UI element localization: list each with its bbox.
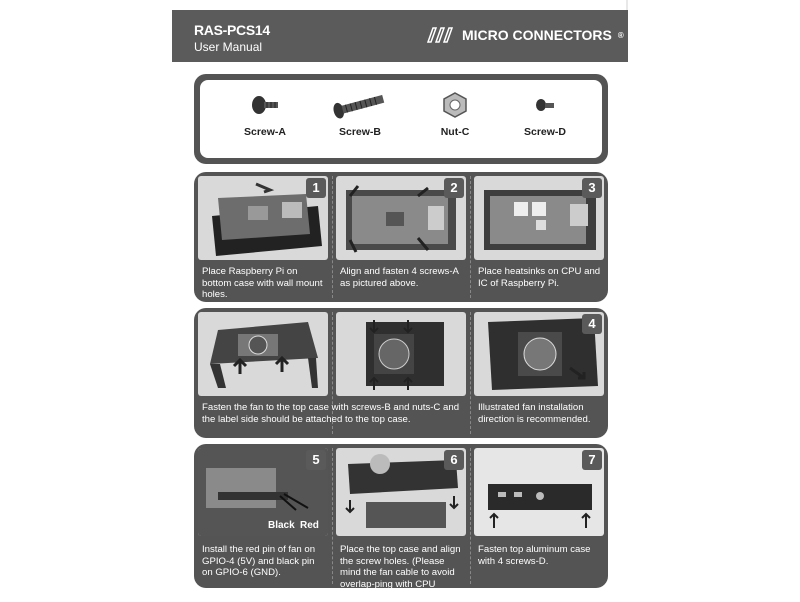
step-number-badge: 7 (582, 450, 602, 470)
step-number-badge: 5 (306, 450, 326, 470)
part-screw-b: Screw-B (315, 90, 405, 138)
step-caption: Align and fasten 4 screws-A as pictured … (340, 266, 459, 289)
step-caption: Fasten the fan to the top case with scre… (202, 402, 460, 425)
step-number-badge: 2 (444, 178, 464, 198)
step-1: 1 Place Raspberry Pi on bottom case with… (194, 172, 332, 302)
fan-screws-image (336, 312, 466, 396)
screw-b-icon (333, 94, 385, 119)
step-1-image (198, 176, 328, 260)
step-7-image (474, 448, 604, 536)
step-3: 3 Place heatsinks on CPU and IC of Raspb… (470, 172, 608, 302)
part-nut-c: Nut-C (410, 90, 500, 138)
step-number-badge: 3 (582, 178, 602, 198)
step-caption: Install the red pin of fan on GPIO-4 (5V… (202, 544, 316, 578)
screw-a-icon (252, 96, 278, 114)
header-bar: RAS-PCS14 User Manual MICRO CONNECTORS ® (172, 10, 628, 62)
step-5: Black Red 5 Install the red pin of fan o… (194, 444, 332, 588)
step-caption: Place heatsinks on CPU and IC of Raspber… (478, 266, 601, 289)
part-label: Nut-C (440, 126, 470, 138)
step-6: 6 Place the top case and align the screw… (332, 444, 470, 601)
step-caption: Place Raspberry Pi on bottom case with w… (202, 266, 323, 300)
divider (332, 312, 333, 434)
parts-list: Screw-A Screw-B Nut-C (194, 74, 608, 164)
step-number-badge: 1 (306, 178, 326, 198)
steps-row-2: Fasten the fan to the top case with scre… (194, 308, 608, 438)
step-caption: Fasten top aluminum case with 4 screws-D… (478, 544, 591, 567)
part-label: Screw-D (523, 126, 566, 138)
divider (332, 176, 333, 298)
screw-d-icon (536, 99, 554, 111)
nut-icon (443, 92, 467, 118)
step-4-fan-mount: Fasten the fan to the top case with scre… (194, 308, 470, 438)
step-2-image (336, 176, 466, 260)
divider (332, 448, 333, 584)
fan-mount-image (198, 312, 328, 396)
part-label: Screw-B (338, 126, 381, 138)
divider (470, 312, 471, 434)
brand-logo: MICRO CONNECTORS ® (426, 27, 624, 43)
manual-page: RAS-PCS14 User Manual MICRO CONNECTORS® … (172, 10, 628, 601)
brand-name: MICRO CONNECTORS (462, 27, 612, 43)
part-label: Screw-A (243, 126, 286, 138)
steps-row-3: Black Red 5 Install the red pin of fan o… (194, 444, 608, 601)
part-screw-d: Screw-D (500, 90, 590, 138)
divider (470, 448, 471, 584)
divider (470, 176, 471, 298)
brand-mark-icon (426, 27, 454, 43)
part-screw-a: Screw-A (220, 90, 310, 138)
step-caption: Place the top case and align the screw h… (340, 544, 461, 601)
model-number: RAS-PCS14 (194, 22, 270, 38)
step-number-badge: 4 (582, 314, 602, 334)
step-5-image: Black Red (198, 448, 328, 536)
red-wire-label: Red (300, 520, 319, 531)
black-wire-label: Black (268, 520, 295, 531)
manual-subtitle: User Manual (194, 40, 263, 54)
steps-row-1: 1 Place Raspberry Pi on bottom case with… (194, 172, 608, 302)
registered-mark: ® (617, 30, 624, 40)
step-caption: Illustrated fan installation direction i… (478, 402, 591, 425)
step-7: 7 Fasten top aluminum case with 4 screws… (470, 444, 608, 588)
step-number-badge: 6 (444, 450, 464, 470)
step-4: 4 Illustrated fan installation direction… (470, 308, 608, 438)
step-2: 2 Align and fasten 4 screws-A as picture… (332, 172, 470, 302)
step-4-image (474, 312, 604, 396)
